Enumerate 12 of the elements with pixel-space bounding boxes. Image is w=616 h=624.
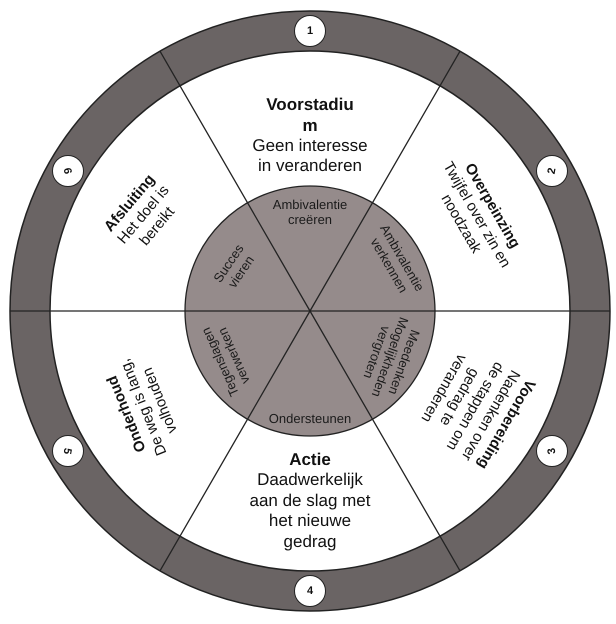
phase-label: Ambivalentie creëren (272, 198, 348, 228)
stage-description: Daadwerkelijk aan de slag met het nieuwe gedrag (248, 470, 372, 552)
stage-title: Actie (289, 450, 331, 470)
stage-description: Geen interesse in veranderen (251, 136, 369, 177)
step-number: 4 (306, 585, 314, 597)
step-number: 5 (61, 446, 74, 456)
step-number: 6 (61, 166, 74, 176)
step-number: 1 (306, 25, 314, 37)
step-number: 3 (546, 446, 559, 456)
step-number: 2 (546, 166, 559, 176)
phase-label: Ondersteunen (268, 412, 352, 426)
stage-title: Voorstadium (265, 95, 355, 136)
